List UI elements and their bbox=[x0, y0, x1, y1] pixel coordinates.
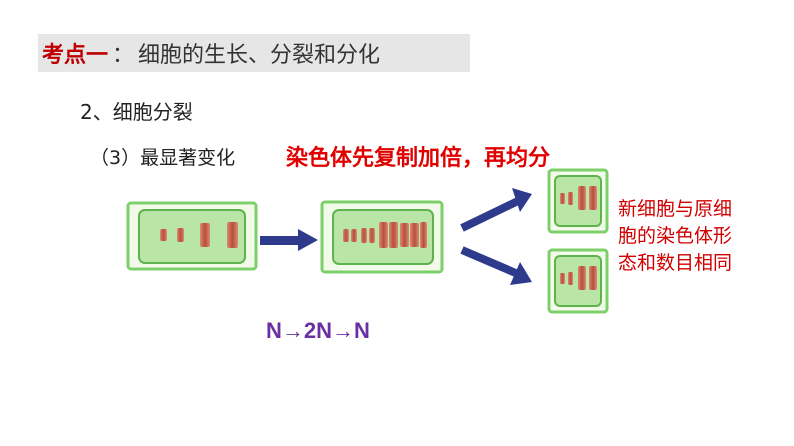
duplicated-chromosomes bbox=[343, 222, 427, 248]
daughter-bottom-chromosomes bbox=[560, 266, 597, 290]
parent-chromosomes bbox=[160, 222, 238, 248]
chromosome-formula: N→2N→N bbox=[266, 318, 370, 343]
arrow-down-right bbox=[460, 246, 532, 285]
arrow-up-right bbox=[460, 188, 532, 232]
subheading: 2、细胞分裂 bbox=[80, 100, 193, 124]
title-text: 细胞的生长、分裂和分化 bbox=[138, 43, 381, 68]
daughter-cell-bottom bbox=[547, 248, 609, 314]
key-change-highlight: 染色体先复制加倍，再均分 bbox=[286, 146, 551, 171]
arrow-right bbox=[260, 229, 318, 251]
daughter-top-chromosomes bbox=[560, 186, 597, 210]
title-bar: 考点一 ： 细胞的生长、分裂和分化 bbox=[38, 34, 470, 72]
side-note: 新细胞与原细胞的染色体形态和数目相同 bbox=[618, 198, 733, 274]
parent-cell bbox=[126, 201, 258, 271]
daughter-cell-top bbox=[547, 168, 609, 234]
title-lead: 考点一 bbox=[42, 43, 109, 68]
point-label: （3）最显著变化 bbox=[90, 147, 236, 169]
duplicated-cell bbox=[320, 200, 444, 274]
title-separator: ： bbox=[112, 43, 135, 68]
